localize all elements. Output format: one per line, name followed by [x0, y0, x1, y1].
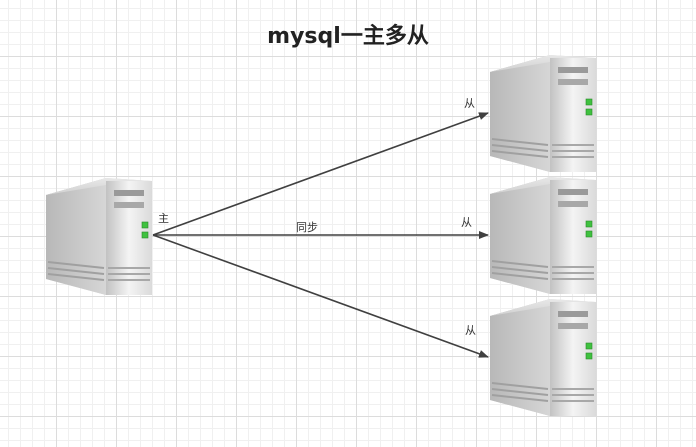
slave-server-3-icon — [490, 299, 596, 416]
sync-arrow-1 — [152, 112, 489, 236]
slave-label-3: 从 — [465, 324, 476, 337]
master-label: 主 — [158, 212, 169, 225]
sync-edge-label: 同步 — [296, 221, 318, 234]
slave-server-2-icon — [490, 177, 596, 294]
sync-arrow-3 — [152, 234, 489, 358]
diagram-title: mysql一主多从 — [267, 24, 429, 49]
master-server-icon — [46, 178, 152, 295]
slave-label-1: 从 — [464, 97, 475, 110]
slave-server-1-icon — [490, 55, 596, 172]
slave-label-2: 从 — [461, 216, 472, 229]
